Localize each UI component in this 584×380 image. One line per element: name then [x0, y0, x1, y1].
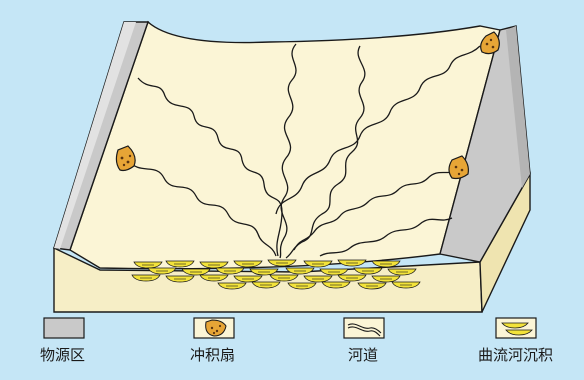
river-channels — [127, 43, 481, 259]
legend-label-meander-deposit: 曲流河沉积 — [478, 346, 554, 364]
river-channel — [127, 159, 277, 257]
source-area-swatch-icon — [43, 317, 85, 339]
river-channel-swatch-icon — [343, 317, 385, 339]
river-channel — [293, 169, 459, 251]
alluvial-fan — [480, 31, 500, 55]
river-channel — [319, 217, 453, 257]
alluvial-fan — [448, 155, 469, 180]
meander-deposit-swatch-icon — [495, 317, 537, 339]
river-channel — [275, 45, 481, 215]
alluvial-fan-swatch-icon — [193, 317, 235, 339]
legend-label-source-area: 物源区 — [40, 346, 86, 364]
alluvial-fan — [115, 145, 136, 172]
legend-label-river-channel: 河道 — [348, 346, 379, 364]
river-channel — [279, 43, 297, 259]
source-area-right — [439, 25, 531, 263]
legend-label-alluvial-fan: 冲积扇 — [190, 346, 236, 364]
river-channel — [285, 45, 366, 259]
